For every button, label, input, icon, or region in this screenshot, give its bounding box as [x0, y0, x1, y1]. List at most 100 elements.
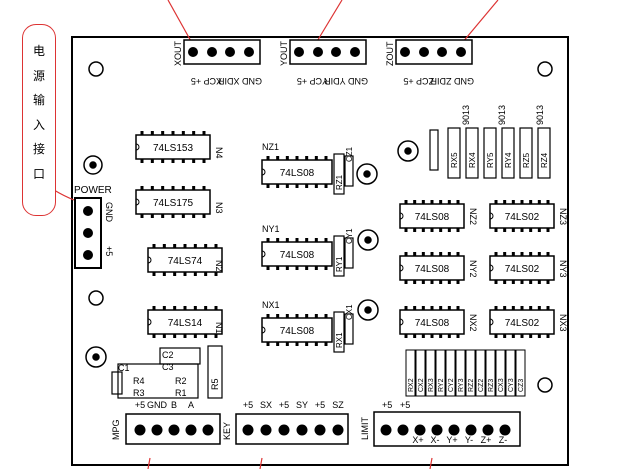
mid-cap-2: CX1: [345, 304, 354, 320]
mid-res-2: RX1: [335, 332, 344, 348]
key-pin-4: [314, 424, 326, 436]
right-chip-ref-3: NY3: [558, 260, 568, 278]
bot-res-10: CY3: [508, 378, 515, 392]
callout-char-1: 源: [32, 68, 45, 83]
limit-pin-6: [482, 424, 494, 436]
bot-res-7: CZ2: [478, 379, 485, 392]
key-pin-1: [260, 424, 272, 436]
right-chip-4: 74LS08: [399, 306, 465, 338]
mid-cap-0: CZ1: [345, 146, 354, 162]
y-header-label2: GND YDIR: [324, 76, 368, 86]
right-chip-5: 74LS02: [489, 306, 555, 338]
right-chip-ref-1: NZ3: [558, 208, 568, 225]
mid-chips: 74LS08NZ1RZ1CZ174LS08NY1RY1CY174LS08NX1R…: [261, 142, 354, 353]
label-c1: C1: [118, 363, 130, 373]
limit-name: LIMIT: [360, 416, 370, 440]
chip-ref-0: N4: [214, 147, 224, 159]
limit-pin-label-5: Z-: [499, 435, 508, 445]
limit-pin-4: [448, 424, 460, 436]
mid-chip-0-label: 74LS08: [280, 168, 315, 179]
y-header-top: YOUT: [279, 40, 289, 66]
mpg-pin-1: [151, 424, 163, 436]
label-r3: R3: [133, 388, 145, 398]
label-r4: R4: [133, 376, 145, 386]
label-r2: R2: [175, 376, 187, 386]
mpg-pin-label-0: +5: [135, 400, 145, 410]
callout-char-3: 入: [32, 117, 45, 132]
limit-pin-label-0: X+: [412, 435, 423, 445]
mid-chip-2: 74LS08: [261, 314, 333, 346]
right-chip-4-label: 74LS08: [415, 318, 450, 329]
limit-pin-1: [397, 424, 409, 436]
mpg-pin-label-2: B: [171, 400, 177, 410]
power-plus5: +5: [104, 246, 114, 256]
callout-char-0: 电: [32, 44, 45, 58]
right-chip-5-label: 74LS02: [505, 318, 540, 329]
top-res-3: RY4: [504, 152, 513, 168]
mpg-name: MPG: [111, 419, 121, 440]
electrolytic-caps: [83, 140, 419, 368]
key-pin-5: [332, 424, 344, 436]
key-pin-label-1: SX: [260, 400, 272, 410]
y-header: YOUT YCP +5 GND YDIR: [279, 39, 368, 86]
power-input-callout: 电源输入接口: [22, 24, 56, 216]
x-header-label2: GND XDIR: [217, 76, 262, 86]
limit-connector: LIMIT +5+5X+X-Y+Y-Z+Z-: [360, 400, 521, 447]
bot-res-6: RZ2: [468, 379, 475, 392]
mid-cap-1: CY1: [345, 228, 354, 244]
z-header-label2: GND ZDIR: [430, 76, 474, 86]
mpg-pin-label-1: GND: [147, 400, 168, 410]
bot-res-0: RX2: [408, 378, 415, 392]
y-header-label1: YCP +5: [297, 76, 328, 86]
z-header-label1: ZCP +5: [403, 76, 434, 86]
right-chip-2-label: 74LS08: [415, 264, 450, 275]
chip-3-label: 74LS14: [168, 318, 203, 329]
mid-res-1: RY1: [335, 256, 344, 272]
right-chip-1: 74LS02: [489, 200, 555, 232]
limit-pin-5: [465, 424, 477, 436]
chip-ref-2: N2: [214, 260, 224, 272]
bot-res-1: CX2: [418, 378, 425, 392]
mid-chip-0: 74LS08: [261, 156, 333, 188]
mpg-pin-3: [185, 424, 197, 436]
mpg-pin-2: [168, 424, 180, 436]
mid-chip-1: 74LS08: [261, 238, 333, 270]
right-chip-ref-5: NX3: [558, 314, 568, 332]
limit-pin-label-3: Y-: [465, 435, 473, 445]
bot-res-5: RY3: [458, 378, 465, 392]
bot-res-2: RX3: [428, 378, 435, 392]
right-chip-0: 74LS08: [399, 200, 465, 232]
top-res-5: RZ4: [540, 152, 549, 168]
mid-chip-1-label: 74LS08: [280, 250, 315, 261]
right-chip-3-label: 74LS02: [505, 264, 540, 275]
mid-chip-2-label: 74LS08: [280, 326, 315, 337]
chip-ref-3: N1: [214, 322, 224, 334]
right-chip-3: 74LS02: [489, 252, 555, 284]
x-header-label1: XCP +5: [191, 76, 222, 86]
mid-res-0: RZ1: [335, 174, 344, 190]
top-res-1: RX4: [468, 152, 477, 168]
limit-pin-7: [499, 424, 511, 436]
z-header: ZOUT ZCP +5 GND ZDIR: [385, 39, 474, 86]
top-res-0: RX5: [450, 152, 459, 168]
label-r5: R5: [210, 378, 220, 390]
label-c2: C2: [162, 350, 174, 360]
transistor-label-3: 9013: [535, 105, 545, 125]
mpg-pin-label-3: A: [188, 400, 194, 410]
chip-0: 74LS153: [135, 131, 211, 163]
chip-2: 74LS74: [147, 244, 223, 276]
mounting-holes: [88, 61, 553, 393]
power-connector: POWER GND +5: [74, 185, 114, 269]
key-pin-0: [242, 424, 254, 436]
bot-res-8: RZ3: [488, 379, 495, 392]
key-pin-2: [278, 424, 290, 436]
bot-res-11: CZ3: [518, 379, 525, 392]
key-pin-3: [296, 424, 308, 436]
limit-top-label-1: +5: [400, 400, 410, 410]
key-pin-label-3: SY: [296, 400, 308, 410]
mpg-pin-4: [202, 424, 214, 436]
chip-2-label: 74LS74: [168, 256, 203, 267]
